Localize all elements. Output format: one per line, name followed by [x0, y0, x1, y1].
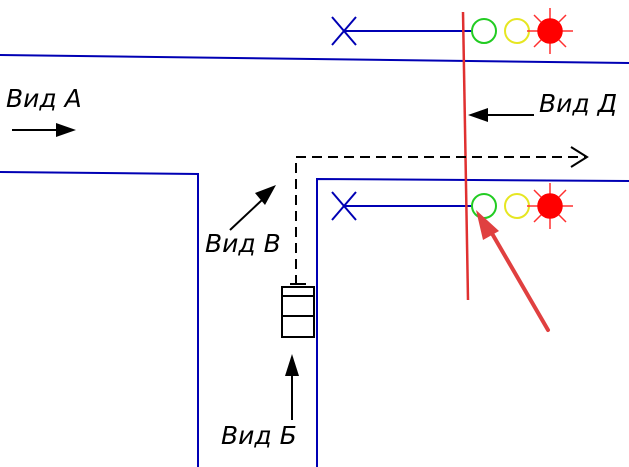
view-v-label: Вид В: [205, 229, 281, 258]
yellow-signal-light: [504, 18, 530, 44]
green-signal-light: [471, 193, 497, 219]
view-b-label: Вид Б: [221, 421, 297, 450]
dashed-route-arrow: [295, 146, 589, 285]
pointer-arrow: [476, 210, 550, 332]
view-d-label: Вид Д: [539, 89, 617, 118]
red-signal-light-active: [527, 183, 573, 229]
upper-signal: [331, 8, 573, 54]
road-edge-left-corner: [0, 171, 199, 467]
road-edges: [0, 54, 629, 467]
view-b-arrow: [285, 354, 299, 420]
view-a-arrow: [12, 123, 76, 137]
green-signal-light: [471, 18, 497, 44]
red-signal-light-active: [527, 8, 573, 54]
view-v-arrow: [229, 185, 276, 231]
yellow-signal-light: [504, 193, 530, 219]
view-d-arrow: [468, 108, 534, 122]
view-a-label: Вид А: [6, 84, 82, 113]
lower-signal: [331, 183, 573, 229]
road-edge-right-corner: [316, 177, 629, 467]
road-edge-top: [0, 54, 629, 64]
car-icon: [281, 283, 315, 338]
